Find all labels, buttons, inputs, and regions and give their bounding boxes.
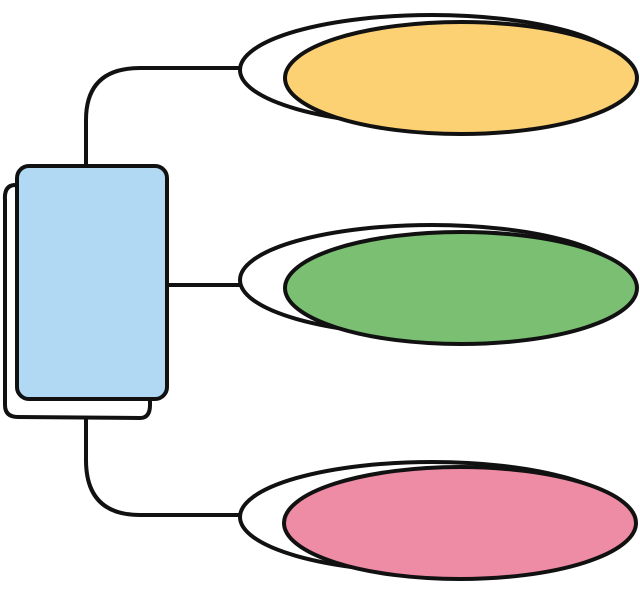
branch-bottom-node — [282, 465, 638, 581]
branch-top-node — [283, 20, 639, 136]
root-node — [15, 164, 169, 401]
connector-top — [84, 66, 244, 167]
connector-bottom — [84, 418, 244, 517]
branch-middle-node — [283, 230, 639, 346]
